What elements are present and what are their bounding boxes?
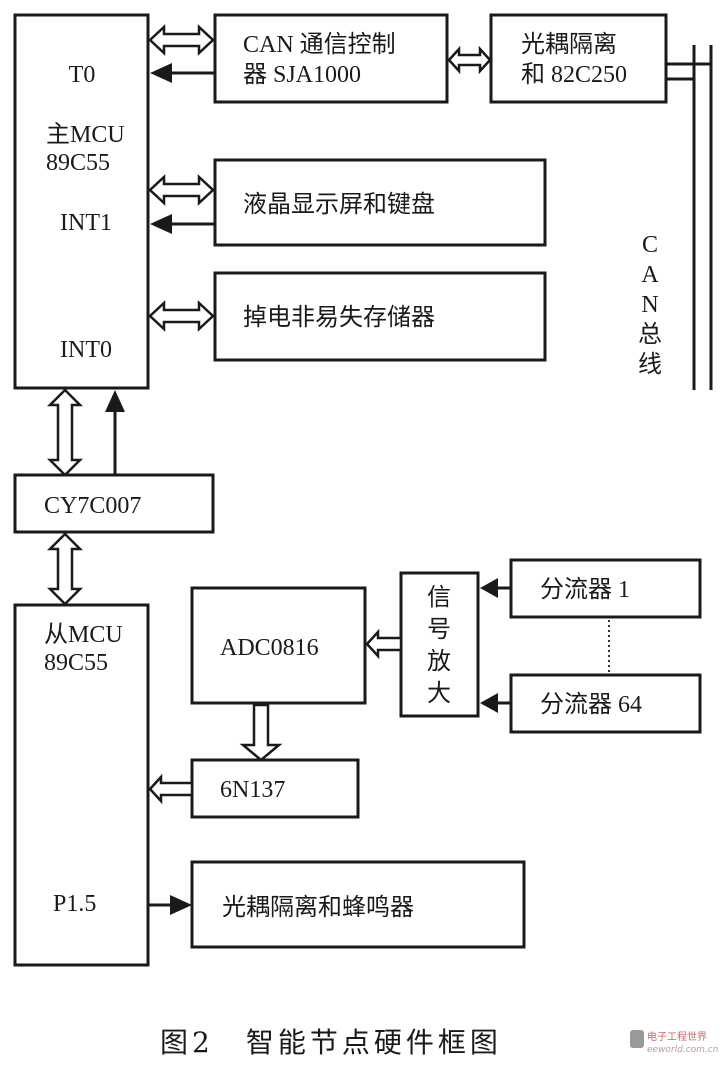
lcd-keyboard-block: 液晶显示屏和键盘 xyxy=(213,158,547,247)
svg-text:大: 大 xyxy=(427,680,451,707)
shunt-first-label: 分流器 1 xyxy=(540,576,630,603)
bus-arrow-mcu-can-controller xyxy=(148,24,215,56)
eeprom-block: 掉电非易失存储器 xyxy=(213,271,547,362)
main-mcu-pin-int0: INT0 xyxy=(60,337,112,363)
arrowhead-int1 xyxy=(150,214,172,234)
can-transceiver-block: 光耦隔离 和 82C250 xyxy=(489,13,668,104)
svg-text:A: A xyxy=(641,262,659,288)
optocoupler-block: 6N137 xyxy=(190,758,360,819)
svg-text:放: 放 xyxy=(427,648,451,675)
slave-mcu-title: 从MCU xyxy=(44,622,123,648)
can-bus xyxy=(666,45,713,390)
adc-block: ADC0816 xyxy=(190,586,367,705)
arrowhead-int0 xyxy=(105,390,125,412)
bus-arrow-optocoupler-slave-mcu xyxy=(148,773,194,805)
watermark-icon xyxy=(630,1030,644,1048)
buzzer-block: 光耦隔离和蜂鸣器 xyxy=(190,860,526,949)
buzzer-label: 光耦隔离和蜂鸣器 xyxy=(222,894,414,921)
can-controller-block: CAN 通信控制 器 SJA1000 xyxy=(213,13,449,104)
svg-text:线: 线 xyxy=(638,351,662,378)
slave-mcu-pin-p15: P1.5 xyxy=(53,891,96,917)
eeprom-label: 掉电非易失存储器 xyxy=(243,304,435,331)
bus-arrow-adc-optocoupler xyxy=(239,703,283,762)
can-bus-label: C A N 总 线 xyxy=(638,232,662,378)
lcd-keyboard-label: 液晶显示屏和键盘 xyxy=(243,191,435,218)
can-controller-label-line1: CAN 通信控制 xyxy=(243,31,396,58)
svg-text:N: N xyxy=(641,292,658,318)
main-mcu-title: 主MCU xyxy=(46,121,125,148)
slave-mcu-block: 从MCU 89C55 P1.5 xyxy=(13,603,150,967)
arrowhead-p15 xyxy=(170,895,192,915)
main-mcu-block: T0 主MCU 89C55 INT1 INT0 xyxy=(13,13,150,390)
signal-amp-block: 信 号 放 大 xyxy=(399,571,480,718)
bus-arrow-amp-adc xyxy=(365,628,403,660)
arrowhead-t0 xyxy=(150,63,172,83)
shunt-first-block: 分流器 1 xyxy=(509,558,702,619)
bus-arrow-main-mcu-dpram xyxy=(46,388,84,477)
svg-text:信: 信 xyxy=(427,584,451,611)
dual-port-ram-label: CY7C007 xyxy=(44,493,141,519)
svg-text:号: 号 xyxy=(427,617,451,643)
can-transceiver-label-line2: 和 82C250 xyxy=(521,61,627,88)
watermark-logo: 电子工程世界 eeworld.com.cn xyxy=(630,1030,719,1055)
main-mcu-model: 89C55 xyxy=(46,150,110,176)
dual-port-ram-block: CY7C007 xyxy=(13,473,215,534)
slave-mcu-model: 89C55 xyxy=(44,650,108,676)
watermark-title: 电子工程世界 xyxy=(647,1030,707,1043)
can-transceiver-label-line1: 光耦隔离 xyxy=(521,31,617,58)
svg-text:C: C xyxy=(642,232,658,258)
bus-arrow-dpram-slave-mcu xyxy=(46,532,84,606)
svg-text:总: 总 xyxy=(638,321,662,348)
bus-arrow-mcu-lcd xyxy=(148,174,215,206)
figure-caption: 图2 智能节点硬件框图 xyxy=(160,1026,502,1059)
main-mcu-pin-int1: INT1 xyxy=(60,210,112,236)
optocoupler-label: 6N137 xyxy=(220,777,285,803)
arrowhead-shunt-last xyxy=(480,693,498,713)
shunt-last-block: 分流器 64 xyxy=(509,673,702,734)
can-controller-label-line2: 器 SJA1000 xyxy=(243,62,361,88)
watermark-url: eeworld.com.cn xyxy=(647,1045,719,1055)
main-mcu-pin-t0: T0 xyxy=(69,62,96,88)
shunt-last-label: 分流器 64 xyxy=(540,691,642,718)
adc-label: ADC0816 xyxy=(220,635,319,661)
arrowhead-shunt-first xyxy=(480,578,498,598)
bus-arrow-mcu-eeprom xyxy=(148,300,215,332)
bus-arrow-controller-transceiver xyxy=(447,45,492,75)
